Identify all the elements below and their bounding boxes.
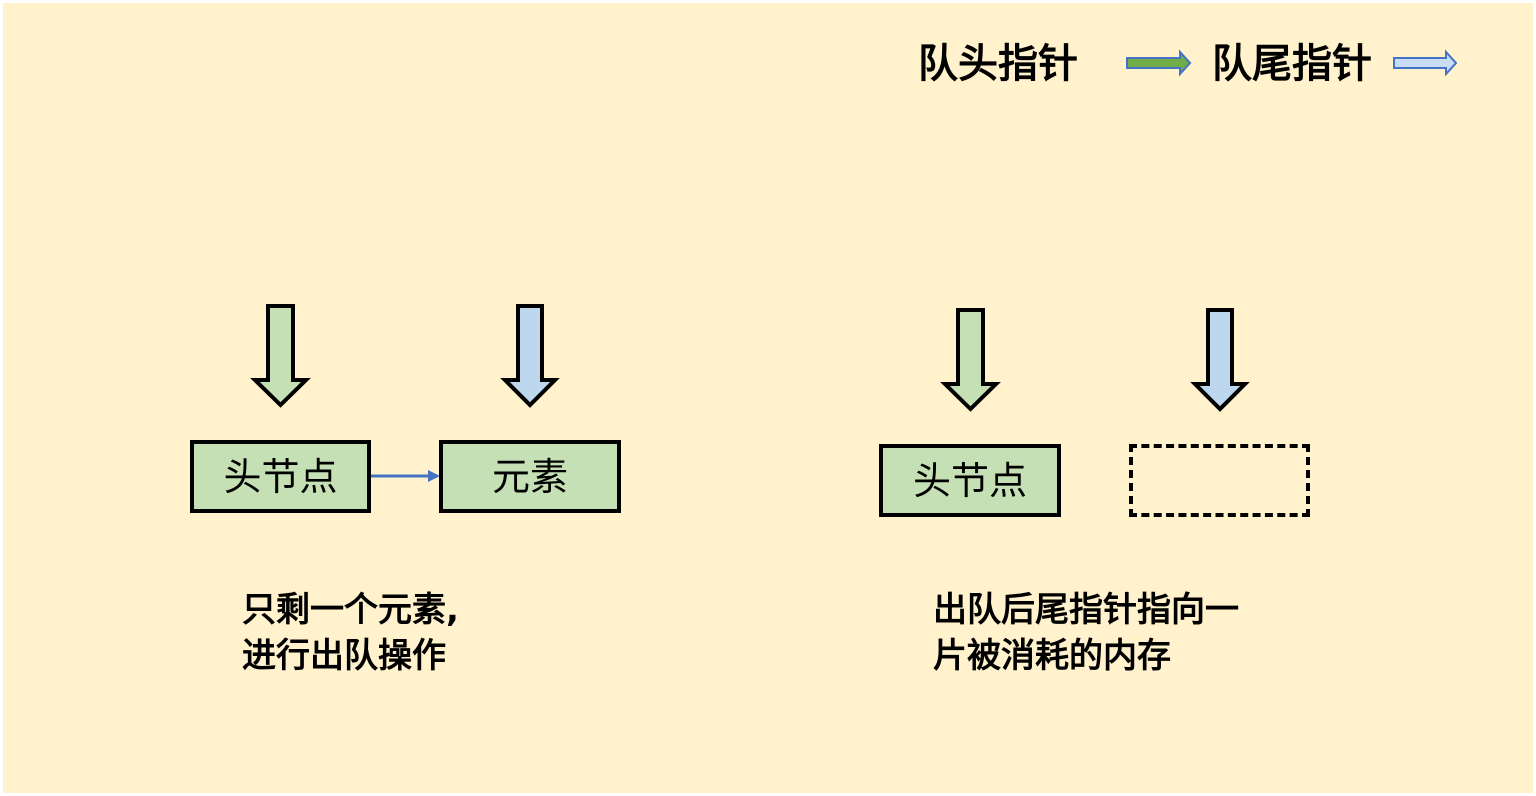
right-tail-pointer-arrow-icon [1190,308,1250,412]
right-caption: 出队后尾指针指向一 片被消耗的内存 [933,588,1239,680]
right-caption-line-2: 片被消耗的内存 [933,635,1171,676]
right-caption-line-1: 出队后尾指针指向一 [933,590,1239,630]
diagram-canvas [3,3,1533,793]
right-head-node: 头节点 [879,444,1061,517]
legend-head-label: 队头指针 [918,41,1078,87]
left-caption-line-2: 进行出队操作 [242,635,446,676]
left-caption: 只剩一个元素, 进行出队操作 [242,588,459,680]
left-element-node: 元素 [439,440,621,513]
left-head-pointer-arrow-icon [250,304,311,408]
legend-head-arrow-icon [1126,49,1192,77]
legend-tail-arrow-icon [1393,49,1458,77]
left-head-node: 头节点 [190,440,371,513]
right-consumed-memory-node [1129,444,1310,517]
legend-tail-label: 队尾指针 [1212,41,1372,87]
left-tail-pointer-arrow-icon [500,304,560,408]
left-link-arrow-icon [370,470,440,482]
left-caption-line-1: 只剩一个元素, [242,590,459,630]
right-head-pointer-arrow-icon [940,308,1001,412]
